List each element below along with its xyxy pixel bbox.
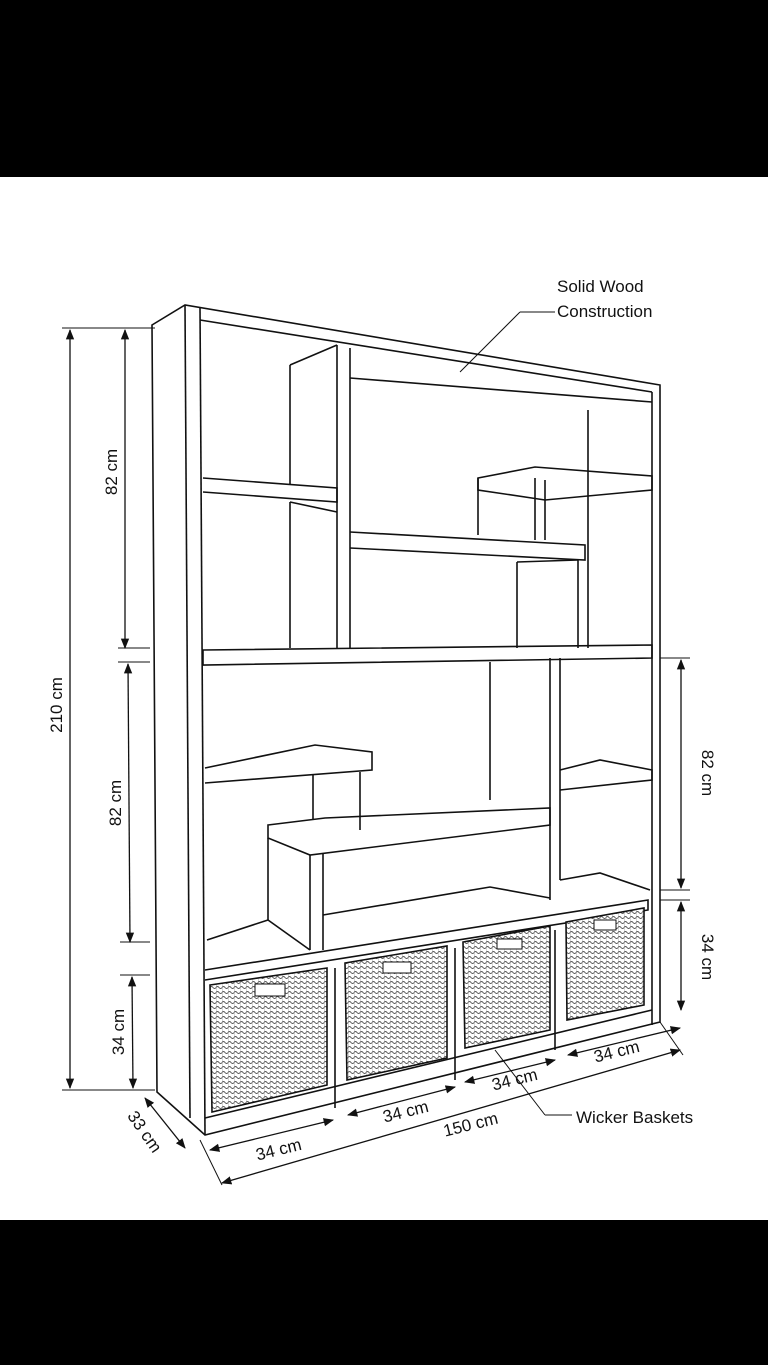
basket-height-left-label: 34 cm (109, 1009, 128, 1055)
wicker-baskets-label: Wicker Baskets (576, 1108, 693, 1127)
total-width-label: 150 cm (441, 1109, 500, 1141)
wicker-baskets (209, 907, 645, 1114)
basket-handle-icon (593, 919, 617, 931)
basket-width-label-4: 34 cm (592, 1037, 642, 1067)
basket-handle-icon (254, 983, 286, 997)
total-height-label: 210 cm (47, 677, 66, 733)
wicker-basket-3[interactable] (462, 925, 551, 1049)
basket-handle-icon (382, 961, 412, 974)
basket-width-label-3: 34 cm (490, 1065, 540, 1095)
middle-height-label: 82 cm (106, 780, 125, 826)
solid-wood-leader (459, 311, 521, 373)
basket-handle-icon (496, 938, 523, 950)
right-section-label: 82 cm (698, 750, 717, 796)
basket-width-label-1: 34 cm (254, 1135, 304, 1165)
wicker-leader (494, 1049, 546, 1116)
wicker-basket-4[interactable] (565, 907, 645, 1021)
depth-label: 33 cm (123, 1107, 165, 1156)
solid-wood-label-line1: Solid Wood (557, 277, 644, 296)
upper-height-label: 82 cm (102, 449, 121, 495)
dimension-lines (62, 311, 690, 1186)
basket-height-right-label: 34 cm (698, 934, 717, 980)
basket-width-label-2: 34 cm (381, 1097, 431, 1127)
solid-wood-label-line2: Construction (557, 302, 652, 321)
